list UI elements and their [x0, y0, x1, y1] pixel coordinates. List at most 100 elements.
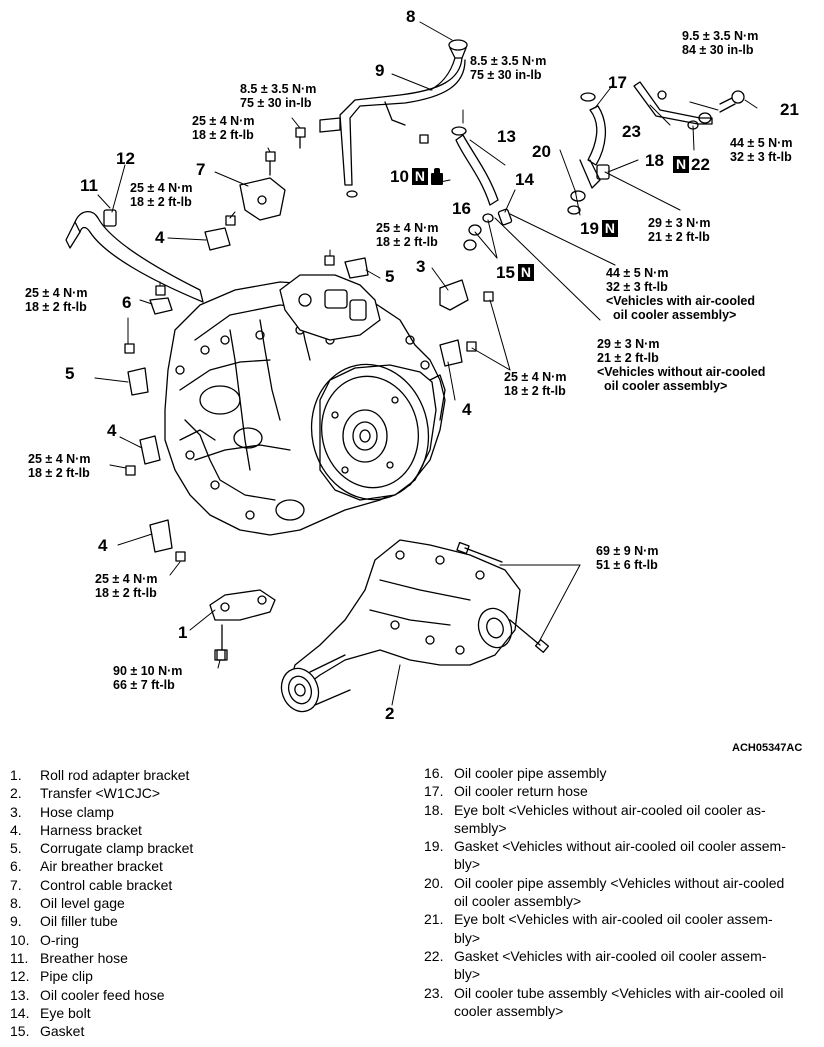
legend-item-line: cooler assembly>: [454, 1002, 564, 1019]
torque-imperial: 18 ± 2 ft-lb: [25, 300, 87, 314]
torque-metric: 90 ± 10 N·m: [113, 664, 183, 678]
valve-body-top: [279, 274, 381, 341]
legend-item: 17.Oil cooler return hose: [424, 782, 816, 800]
callout-17: 17: [608, 73, 627, 92]
legend-item-text: Breather hose: [40, 949, 350, 967]
torque-condition: <Vehicles with air-cooled: [606, 294, 756, 308]
non-reusable-mark: N: [601, 220, 618, 237]
torque-imperial: 18 ± 2 ft-lb: [130, 195, 192, 209]
callout-13: 13: [497, 127, 516, 146]
legend-item-line: sembly>: [454, 819, 507, 836]
legend-item: 10.O-ring: [10, 931, 350, 949]
non-reusable-mark: N: [411, 168, 428, 185]
callout-20: 20: [532, 142, 551, 161]
legend-item-line: Oil cooler tube assembly <Vehicles with …: [454, 984, 784, 1001]
callout-19-number: 19: [580, 219, 599, 238]
legend-item-number: 17.: [424, 783, 444, 800]
legend-item-number: 15.: [10, 1023, 30, 1040]
legend-item-line: Oil filler tube: [40, 913, 118, 930]
transaxle-case: [164, 281, 446, 536]
callout-5-right: 5: [385, 267, 395, 286]
legend-item-line: Hose clamp: [40, 803, 114, 820]
torque-spec: 44 ± 5 N·m 32 ± 3 ft-lb: [730, 136, 792, 164]
torque-spec: 90 ± 10 N·m 66 ± 7 ft-lb: [113, 664, 182, 692]
torque-metric: 9.5 ± 3.5 N·m: [682, 29, 759, 43]
torque-imperial: 18 ± 2 ft-lb: [95, 586, 157, 600]
legend-item-text: Gasket <Vehicles without air-cooled oil …: [454, 837, 816, 874]
legend-item-line: Eye bolt <Vehicles with air-cooled oil c…: [454, 911, 773, 928]
torque-metric: 25 ± 4 N·m: [130, 181, 193, 195]
legend-item-line: Eye bolt <Vehicles without air-cooled oi…: [454, 801, 766, 818]
callout-7: 7: [196, 160, 206, 179]
legend-item: 8.Oil level gage: [10, 894, 350, 912]
torque-spec: 8.5 ± 3.5 N·m 75 ± 30 in-lb: [470, 54, 546, 82]
legend-item: 19.Gasket <Vehicles without air-cooled o…: [424, 837, 816, 874]
legend-item-number: 21.: [424, 911, 444, 928]
oil-filler-tube: [319, 57, 466, 186]
callout-4-lower: 4: [98, 536, 108, 555]
torque-imperial: 51 ± 6 ft-lb: [596, 558, 658, 572]
legend-item: 3.Hose clamp: [10, 803, 350, 821]
torque-imperial: 66 ± 7 ft-lb: [113, 678, 175, 692]
torque-spec: 25 ± 4 N·m 18 ± 2 ft-lb: [376, 221, 438, 249]
torque-spec: 25 ± 4 N·m 18 ± 2 ft-lb: [130, 181, 192, 209]
torque-condition: oil cooler assembly>: [613, 308, 737, 322]
legend-item-number: 7.: [10, 876, 22, 893]
torque-imperial: 32 ± 3 ft-lb: [606, 280, 668, 294]
torque-condition: oil cooler assembly>: [604, 379, 728, 393]
legend-item: 12.Pipe clip: [10, 967, 350, 985]
torque-imperial: 75 ± 30 in-lb: [240, 96, 312, 110]
torque-imperial: 84 ± 30 in-lb: [682, 43, 754, 57]
legend-item-line: bly>: [454, 966, 481, 983]
torque-spec: 25 ± 4 N·m 18 ± 2 ft-lb: [192, 114, 254, 142]
legend-item-text: Gasket: [40, 1022, 350, 1040]
legend-item-line: Gasket: [40, 1023, 85, 1040]
torque-imperial: 75 ± 30 in-lb: [470, 68, 542, 82]
legend-item-text: Eye bolt: [40, 1004, 350, 1022]
legend-item-line: O-ring: [40, 931, 79, 948]
torque-condition: <Vehicles without air-cooled: [597, 365, 766, 379]
callout-4-upper: 4: [155, 228, 165, 247]
legend-item-line: Pipe clip: [40, 968, 93, 985]
pipe-clip: [103, 209, 117, 227]
legend-item: 15. Gasket: [10, 1022, 350, 1040]
callout-23: 23: [622, 122, 641, 141]
legend-item-text: Harness bracket: [40, 821, 350, 839]
torque-imperial: 18 ± 2 ft-lb: [192, 128, 254, 142]
legend-item: 9. Oil filler tube: [10, 912, 350, 930]
torque-spec: 25 ± 4 N·m 18 ± 2 ft-lb: [504, 370, 566, 398]
legend-item-line: Harness bracket: [40, 821, 142, 838]
callout-10-number: 10: [390, 167, 409, 186]
callout-22-number: 22: [691, 155, 710, 174]
torque-metric: 25 ± 4 N·m: [95, 572, 158, 586]
legend-item-line: Breather hose: [40, 949, 128, 966]
leader-lines: [94, 21, 758, 706]
legend-item-line: Oil level gage: [40, 895, 125, 912]
legend-item-number: 4.: [10, 821, 22, 838]
torque-metric: 8.5 ± 3.5 N·m: [240, 82, 317, 96]
callout-5-left: 5: [65, 364, 75, 383]
legend-item-number: 13.: [10, 986, 30, 1003]
legend-item: 5.Corrugate clamp bracket: [10, 839, 350, 857]
legend-item-number: 22.: [424, 947, 444, 964]
torque-metric: 29 ± 3 N·m: [597, 337, 660, 351]
torque-metric: 25 ± 4 N·m: [28, 452, 91, 466]
legend-item-number: 9.: [10, 913, 22, 930]
callout-3: 3: [416, 257, 426, 276]
legend-item: 20.Oil cooler pipe assembly <Vehicles wi…: [424, 874, 816, 911]
legend-item-text: Eye bolt <Vehicles with air-cooled oil c…: [454, 910, 816, 947]
torque-spec: 25 ± 4 N·m 18 ± 2 ft-lb: [95, 572, 157, 600]
oil-can-icon: [430, 168, 443, 185]
torque-metric: 44 ± 5 N·m: [730, 136, 793, 150]
legend-item-text: Hose clamp: [40, 803, 350, 821]
legend-item-line: bly>: [454, 856, 481, 873]
legend-item-number: 20.: [424, 874, 444, 891]
breather-hose: [65, 211, 204, 303]
torque-spec: 25 ± 4 N·m 18 ± 2 ft-lb: [28, 452, 90, 480]
legend-item: 13.Oil cooler feed hose: [10, 986, 350, 1004]
legend-item: 2.Transfer <W1CJC>: [10, 784, 350, 802]
callout-4-right: 4: [462, 400, 472, 419]
torque-metric: 25 ± 4 N·m: [25, 286, 88, 300]
